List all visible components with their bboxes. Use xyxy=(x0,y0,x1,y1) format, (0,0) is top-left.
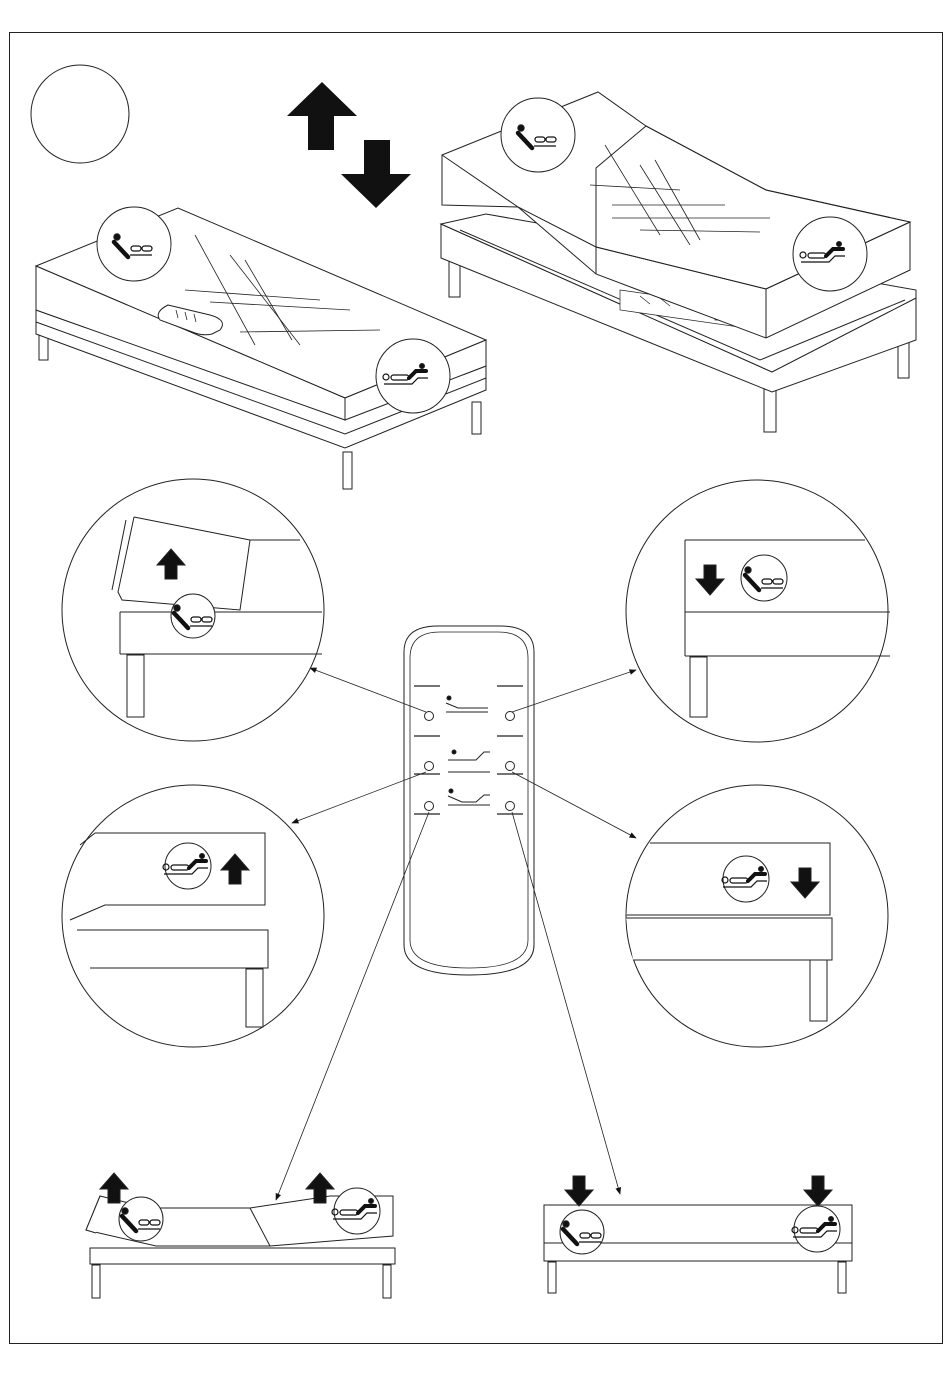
detail-foot-down xyxy=(626,785,888,1047)
raised-foot-icon-circle xyxy=(793,217,867,291)
flat-head-icon-circle xyxy=(97,207,171,281)
detail-head-up xyxy=(62,479,324,741)
up-arrow-icon xyxy=(287,82,357,150)
foot-down-button[interactable] xyxy=(506,762,515,771)
step-number-circle xyxy=(31,65,129,163)
head-down-button[interactable] xyxy=(506,712,515,721)
flat-foot-icon-circle xyxy=(376,339,450,413)
raised-bed-illustration xyxy=(441,92,916,432)
down-arrow-icon xyxy=(565,1176,593,1206)
detail-all-down xyxy=(544,1176,852,1293)
down-arrow-icon xyxy=(341,140,411,208)
flat-bed-illustration xyxy=(36,207,486,489)
all-up-button[interactable] xyxy=(425,802,434,811)
down-arrow-icon xyxy=(804,1176,832,1206)
all-down-button[interactable] xyxy=(506,802,515,811)
head-up-button[interactable] xyxy=(425,712,434,721)
pointer-all-down xyxy=(512,812,620,1194)
detail-foot-up xyxy=(62,785,324,1047)
foot-up-button[interactable] xyxy=(425,762,434,771)
detail-all-up xyxy=(86,1173,395,1298)
detail-head-down xyxy=(626,480,890,742)
updown-arrows xyxy=(287,82,411,208)
remote-control xyxy=(404,626,534,975)
raised-head-icon-circle xyxy=(501,98,575,172)
